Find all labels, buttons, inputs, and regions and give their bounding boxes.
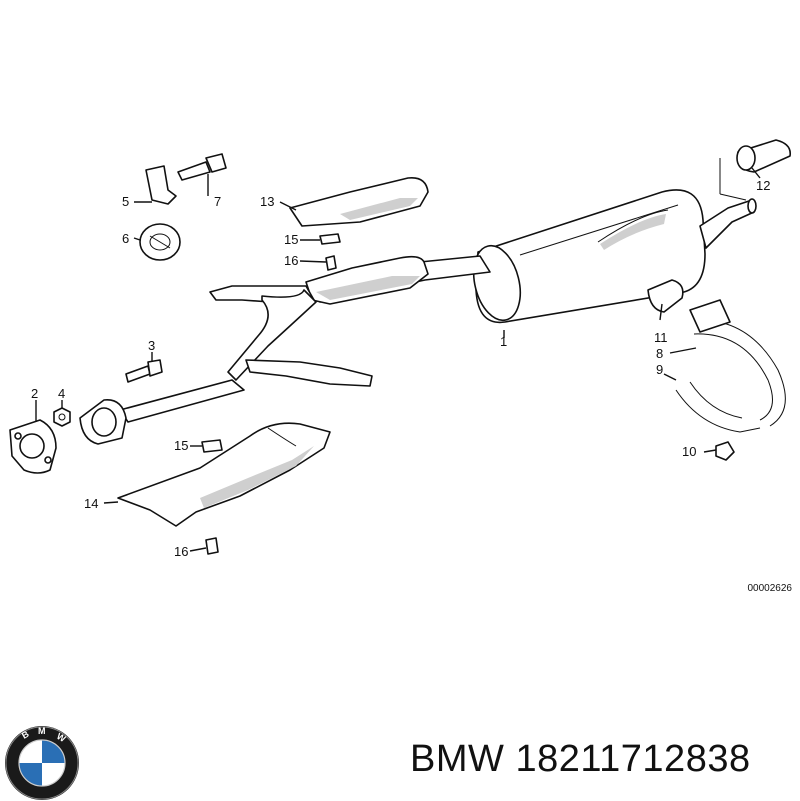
callout-15-lower: 15 — [174, 438, 188, 453]
callout-1: 1 — [500, 334, 507, 349]
callout-16-lower: 16 — [174, 544, 188, 559]
tailpipe-tip — [719, 139, 792, 201]
callout-6: 6 — [122, 231, 129, 246]
mounting-clip — [145, 153, 227, 205]
heat-shield-upper — [289, 176, 429, 227]
callout-8: 8 — [656, 346, 663, 361]
logo-letter-m: M — [38, 726, 46, 736]
callout-9: 9 — [656, 362, 663, 377]
front-heat-shield — [117, 422, 331, 527]
nut — [53, 407, 71, 427]
bracket-upper — [319, 233, 341, 271]
leader-lines — [35, 167, 761, 552]
pipe-flange — [79, 399, 127, 445]
logo-letter-b: B — [20, 729, 31, 741]
callout-12: 12 — [756, 178, 770, 193]
callout-15-upper: 15 — [284, 232, 298, 247]
brand-name: BMW — [410, 738, 505, 780]
part-number: 18211712838 — [515, 738, 751, 780]
strap-nut — [715, 441, 735, 461]
callout-4: 4 — [58, 386, 65, 401]
gasket — [9, 419, 57, 474]
rubber-mount — [139, 223, 181, 261]
front-y-pipe — [119, 285, 373, 423]
callout-7: 7 — [214, 194, 221, 209]
callout-13: 13 — [260, 194, 274, 209]
callout-2: 2 — [31, 386, 38, 401]
center-pipe — [305, 255, 491, 305]
bmw-logo-icon: B M W — [5, 726, 79, 800]
brand-part-number: BMW 18211712838 — [410, 738, 751, 781]
diagram-reference-code: 00002626 — [747, 583, 793, 594]
callout-labels: 1 2 3 4 5 6 7 8 9 10 11 12 13 14 15 15 1… — [31, 178, 770, 559]
muffler-strap — [647, 279, 786, 433]
callout-3: 3 — [148, 338, 155, 353]
bracket-lower — [201, 439, 223, 555]
callout-5: 5 — [122, 194, 129, 209]
callout-10: 10 — [682, 444, 696, 459]
callout-11: 11 — [654, 330, 668, 345]
bolt — [125, 359, 163, 383]
callout-16-upper: 16 — [284, 253, 298, 268]
callout-14: 14 — [84, 496, 98, 511]
